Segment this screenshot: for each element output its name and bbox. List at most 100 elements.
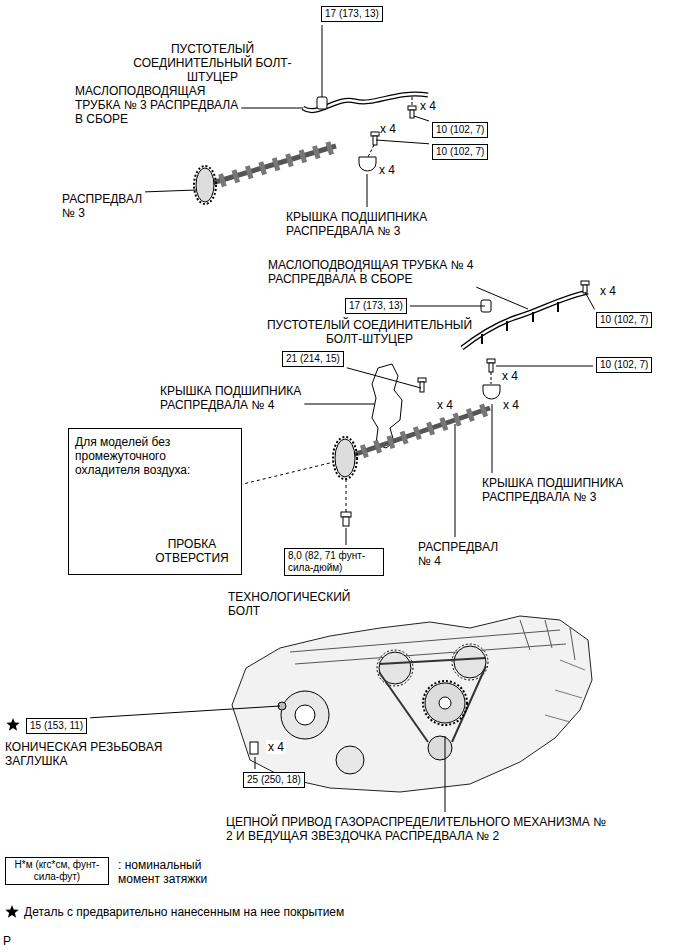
torque-box: 17 (173, 13): [321, 6, 383, 22]
bolt: [412, 97, 413, 106]
engine-illustration: [290, 620, 575, 664]
label-leader: [145, 190, 196, 192]
camshaft: [333, 437, 357, 479]
camshaft: [196, 168, 214, 202]
engine-illustration: [428, 736, 452, 760]
service-bolt: [341, 478, 351, 526]
torque-leader: [347, 368, 421, 388]
engine-illustration: [232, 616, 592, 792]
engine-illustration: [425, 683, 465, 723]
engine-illustration: [545, 660, 585, 722]
label-leader: [455, 424, 456, 537]
torque-value: 21 (214, 15): [286, 353, 340, 365]
torque-box: Н*м (кгс*см, фунт-сила-фут): [5, 857, 109, 885]
engine-illustration: [377, 650, 413, 686]
bolt: [491, 372, 492, 384]
torque-value: 25 (250, 18): [247, 774, 301, 786]
label-leader: [304, 404, 375, 405]
part-name: МАСЛОПОДВОДЯЩАЯ ТРУБКА № 3 РАСПРЕДВАЛА В…: [75, 84, 240, 126]
torque-value: 8,0 (82, 71 фунт-сила-дюйм): [288, 550, 380, 574]
torque-value: 10 (102, 7): [600, 359, 648, 371]
legend-text: Деталь с предварительно нанесенным на не…: [24, 905, 344, 919]
torque-box: 10 (102, 7): [432, 144, 488, 160]
note-box: Для моделей без промежуточного охладител…: [68, 428, 242, 575]
quantity-mark: x 4: [600, 284, 616, 298]
engine-illustration: [281, 691, 329, 739]
bolt: [418, 378, 426, 382]
legend-text: : номинальный момент затяжки: [118, 858, 236, 886]
camshaft: [335, 439, 355, 477]
oil-pipe: [482, 302, 558, 344]
oil-pipe: [462, 292, 588, 348]
bolt: [371, 132, 379, 136]
camshaft: [194, 166, 216, 204]
camshaft: [194, 146, 336, 204]
service-bolt: [341, 512, 351, 517]
bolt: [583, 285, 587, 293]
torque-box: 10 (102, 7): [596, 357, 652, 373]
bolt: [368, 132, 379, 157]
torque-box: 10 (102, 7): [432, 122, 488, 138]
bearing-cap: [372, 364, 402, 448]
torque-value: 17 (173, 13): [349, 300, 403, 312]
label-leader: [241, 108, 303, 109]
bearing-cap: [359, 157, 376, 171]
torque-value: 15 (153, 11): [30, 720, 83, 732]
part-name: РАСПРЕДВАЛ № 4: [418, 540, 513, 568]
part-name: КРЫШКА ПОДШИПНИКА РАСПРЕДВАЛА № 4: [160, 384, 335, 412]
part-name: ТЕХНОЛОГИЧЕСКИЙ БОЛТ: [228, 590, 368, 618]
label-leader: [476, 287, 528, 309]
camshaft: [362, 409, 488, 452]
oil-pipe: [462, 292, 588, 348]
oil-pipe: [462, 292, 588, 348]
bolt: [418, 378, 426, 392]
bolt: [581, 281, 589, 285]
part-name: КОНИЧЕСКАЯ РЕЗЬБОВАЯ ЗАГЛУШКА: [5, 740, 195, 768]
part-name: ПУСТОТЕЛЫЙ СОЕДИНИТЕЛЬНЫЙ БОЛТ-ШТУЦЕР: [110, 42, 315, 84]
label-leader: [445, 736, 446, 812]
engine-illustration: [232, 616, 592, 792]
torque-leader: [496, 366, 593, 367]
quantity-mark: x 4: [437, 398, 453, 412]
bolt: [408, 106, 416, 110]
torque-leader: [414, 116, 429, 121]
part-name: РАСПРЕДВАЛ № 3: [62, 192, 152, 220]
note-text: ПРОБКА ОТВЕРСТИЯ: [147, 537, 237, 565]
service-bolt: [346, 478, 347, 512]
precoated-star: [6, 718, 19, 731]
camshaft: [353, 408, 490, 455]
camshaft: [333, 408, 490, 479]
torque-value: Н*м (кгс*см, фунт-сила-фут): [9, 859, 105, 883]
label-leader: [367, 174, 368, 207]
bolt: [487, 359, 495, 384]
torque-value: 17 (173, 13): [325, 8, 379, 20]
part-name: КРЫШКА ПОДШИПНИКА РАСПРЕДВАЛА № 3: [286, 210, 451, 238]
part-name: МАСЛОПОДВОДЯЩАЯ ТРУБКА № 4 РАСПРЕДВАЛА В…: [268, 258, 543, 286]
label-leader: [492, 404, 493, 473]
union-bolt: [317, 97, 327, 109]
bolt: [368, 145, 374, 157]
bolt: [581, 281, 589, 293]
bolt: [410, 110, 414, 118]
torque-leader: [255, 757, 256, 769]
part-name: ЦЕПНОЙ ПРИВОД ГАЗОРАСПРЕДЕЛИТЕЛЬНОГО МЕХ…: [226, 815, 611, 843]
torque-leader: [90, 706, 280, 718]
torque-box: 21 (214, 15): [282, 351, 344, 367]
torque-leader: [346, 528, 347, 545]
part-name: КРЫШКА ПОДШИПНИКА РАСПРЕДВАЛА № 3: [482, 476, 652, 504]
torque-box: 8,0 (82, 71 фунт-сила-дюйм): [284, 548, 384, 576]
bolt: [487, 359, 495, 363]
part-name: ПУСТОТЕЛЫЙ СОЕДИНИТЕЛЬНЫЙ БОЛТ-ШТУЦЕР: [262, 318, 477, 346]
engine-illustration: [250, 742, 258, 754]
torque-leader: [376, 140, 429, 144]
torque-value: 10 (102, 7): [436, 146, 484, 158]
engine-illustration: [423, 681, 467, 725]
quantity-mark: x 4: [420, 99, 436, 113]
torque-value: 10 (102, 7): [436, 124, 484, 136]
precoated-star: [5, 905, 18, 918]
quantity-mark: x 4: [380, 122, 396, 136]
torque-box: 10 (102, 7): [596, 312, 652, 328]
camshaft: [220, 147, 334, 181]
